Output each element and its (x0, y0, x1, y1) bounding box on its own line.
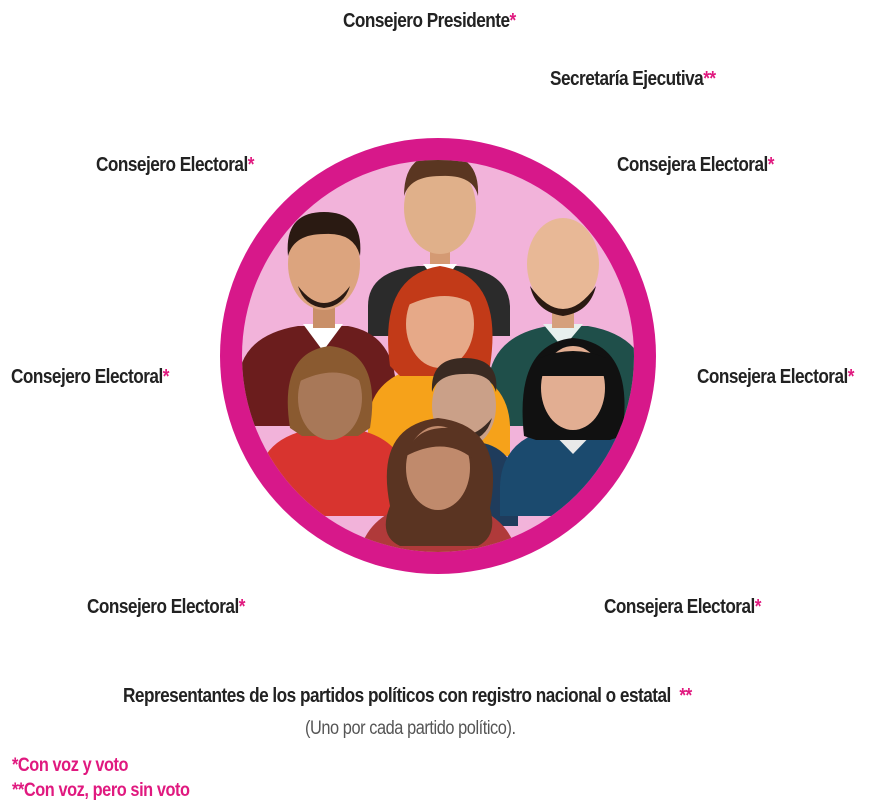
marker-voz-voto: * (162, 366, 170, 388)
legend-voz-sin-voto: **Con voz, pero sin voto (12, 780, 190, 801)
representantes-note: (Uno por cada partido político). (305, 718, 516, 739)
label-text: Consejero Presidente (343, 10, 510, 32)
marker-voz-voto: * (247, 154, 255, 176)
label-consejero-electoral-3: Consejero Electoral* (87, 596, 245, 619)
label-text: Consejero Electoral (87, 596, 239, 618)
label-consejera-electoral-2: Consejera Electoral* (697, 366, 855, 389)
marker-voz-voto: * (509, 10, 517, 32)
label-representantes: Representantes de los partidos políticos… (123, 685, 692, 708)
legend-voz-voto: *Con voz y voto (12, 755, 129, 776)
marker-voz-voto: * (754, 596, 762, 618)
marker-voz-sin-voto: ** (679, 685, 692, 707)
label-consejero-electoral-1: Consejero Electoral* (96, 154, 254, 177)
label-text: Representantes de los partidos políticos… (123, 685, 671, 707)
label-secretaria-ejecutiva: Secretaría Ejecutiva** (550, 68, 716, 91)
label-text: Consejera Electoral (617, 154, 768, 176)
person-consejera-cabello-largo (358, 418, 518, 552)
group-of-people-illustration (220, 138, 656, 574)
label-text: Secretaría Ejecutiva (550, 68, 704, 90)
marker-voz-sin-voto: ** (703, 68, 716, 90)
label-text: Consejera Electoral (604, 596, 755, 618)
marker-voz-voto: * (847, 366, 855, 388)
label-text: Consejera Electoral (697, 366, 848, 388)
label-consejero-presidente: Consejero Presidente* (343, 10, 516, 33)
marker-voz-voto: * (767, 154, 775, 176)
label-consejero-electoral-2: Consejero Electoral* (11, 366, 169, 389)
label-consejera-electoral-3: Consejera Electoral* (604, 596, 762, 619)
label-text: Consejero Electoral (11, 366, 163, 388)
marker-voz-voto: * (238, 596, 246, 618)
label-text: Consejero Electoral (96, 154, 248, 176)
label-consejera-electoral-1: Consejera Electoral* (617, 154, 775, 177)
